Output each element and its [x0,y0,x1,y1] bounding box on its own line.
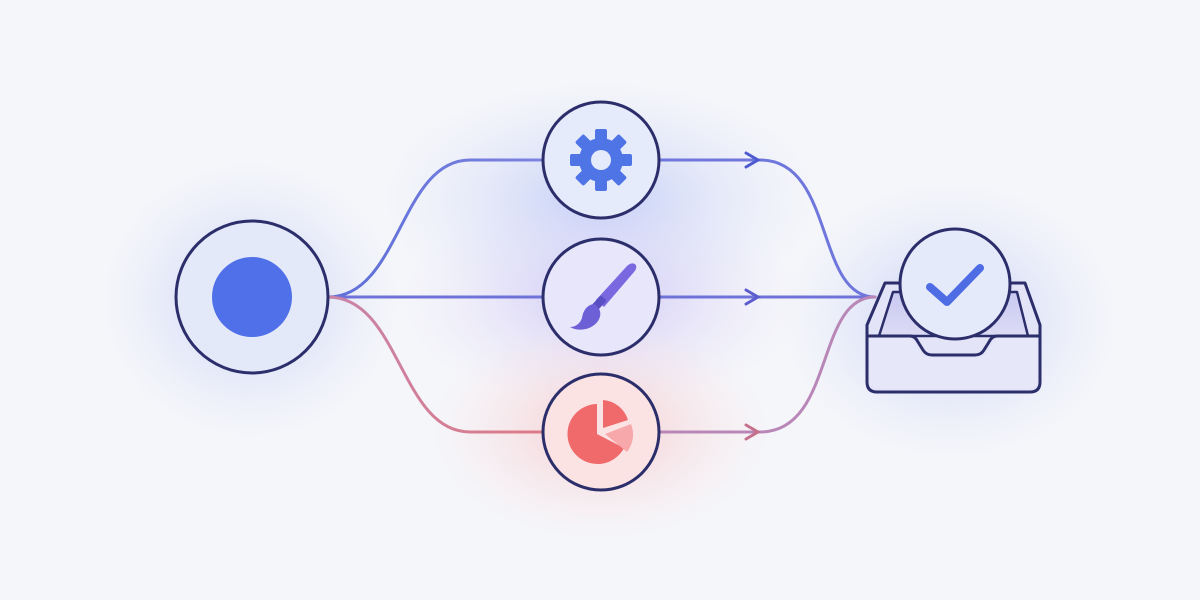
checkmark-icon [926,264,984,306]
pie-chart-node [541,372,661,492]
output-tray [865,227,1042,394]
gear-node [541,100,661,220]
filled-circle-icon [212,257,292,337]
arrowhead-top [744,151,761,169]
arrowhead-middle [744,288,761,306]
source-node [174,219,330,375]
checkmark-badge [898,227,1012,341]
connector-top-in [326,158,547,299]
connector-lines [326,151,877,441]
pie-chart-icon [567,400,634,464]
connector-top-out [658,158,877,299]
connector-bottom-in [326,295,547,434]
paintbrush-node [541,237,661,357]
paintbrush-icon [570,263,637,330]
connector-bottom-out [658,295,877,434]
gear-icon [570,129,632,191]
arrowhead-bottom [744,423,761,441]
